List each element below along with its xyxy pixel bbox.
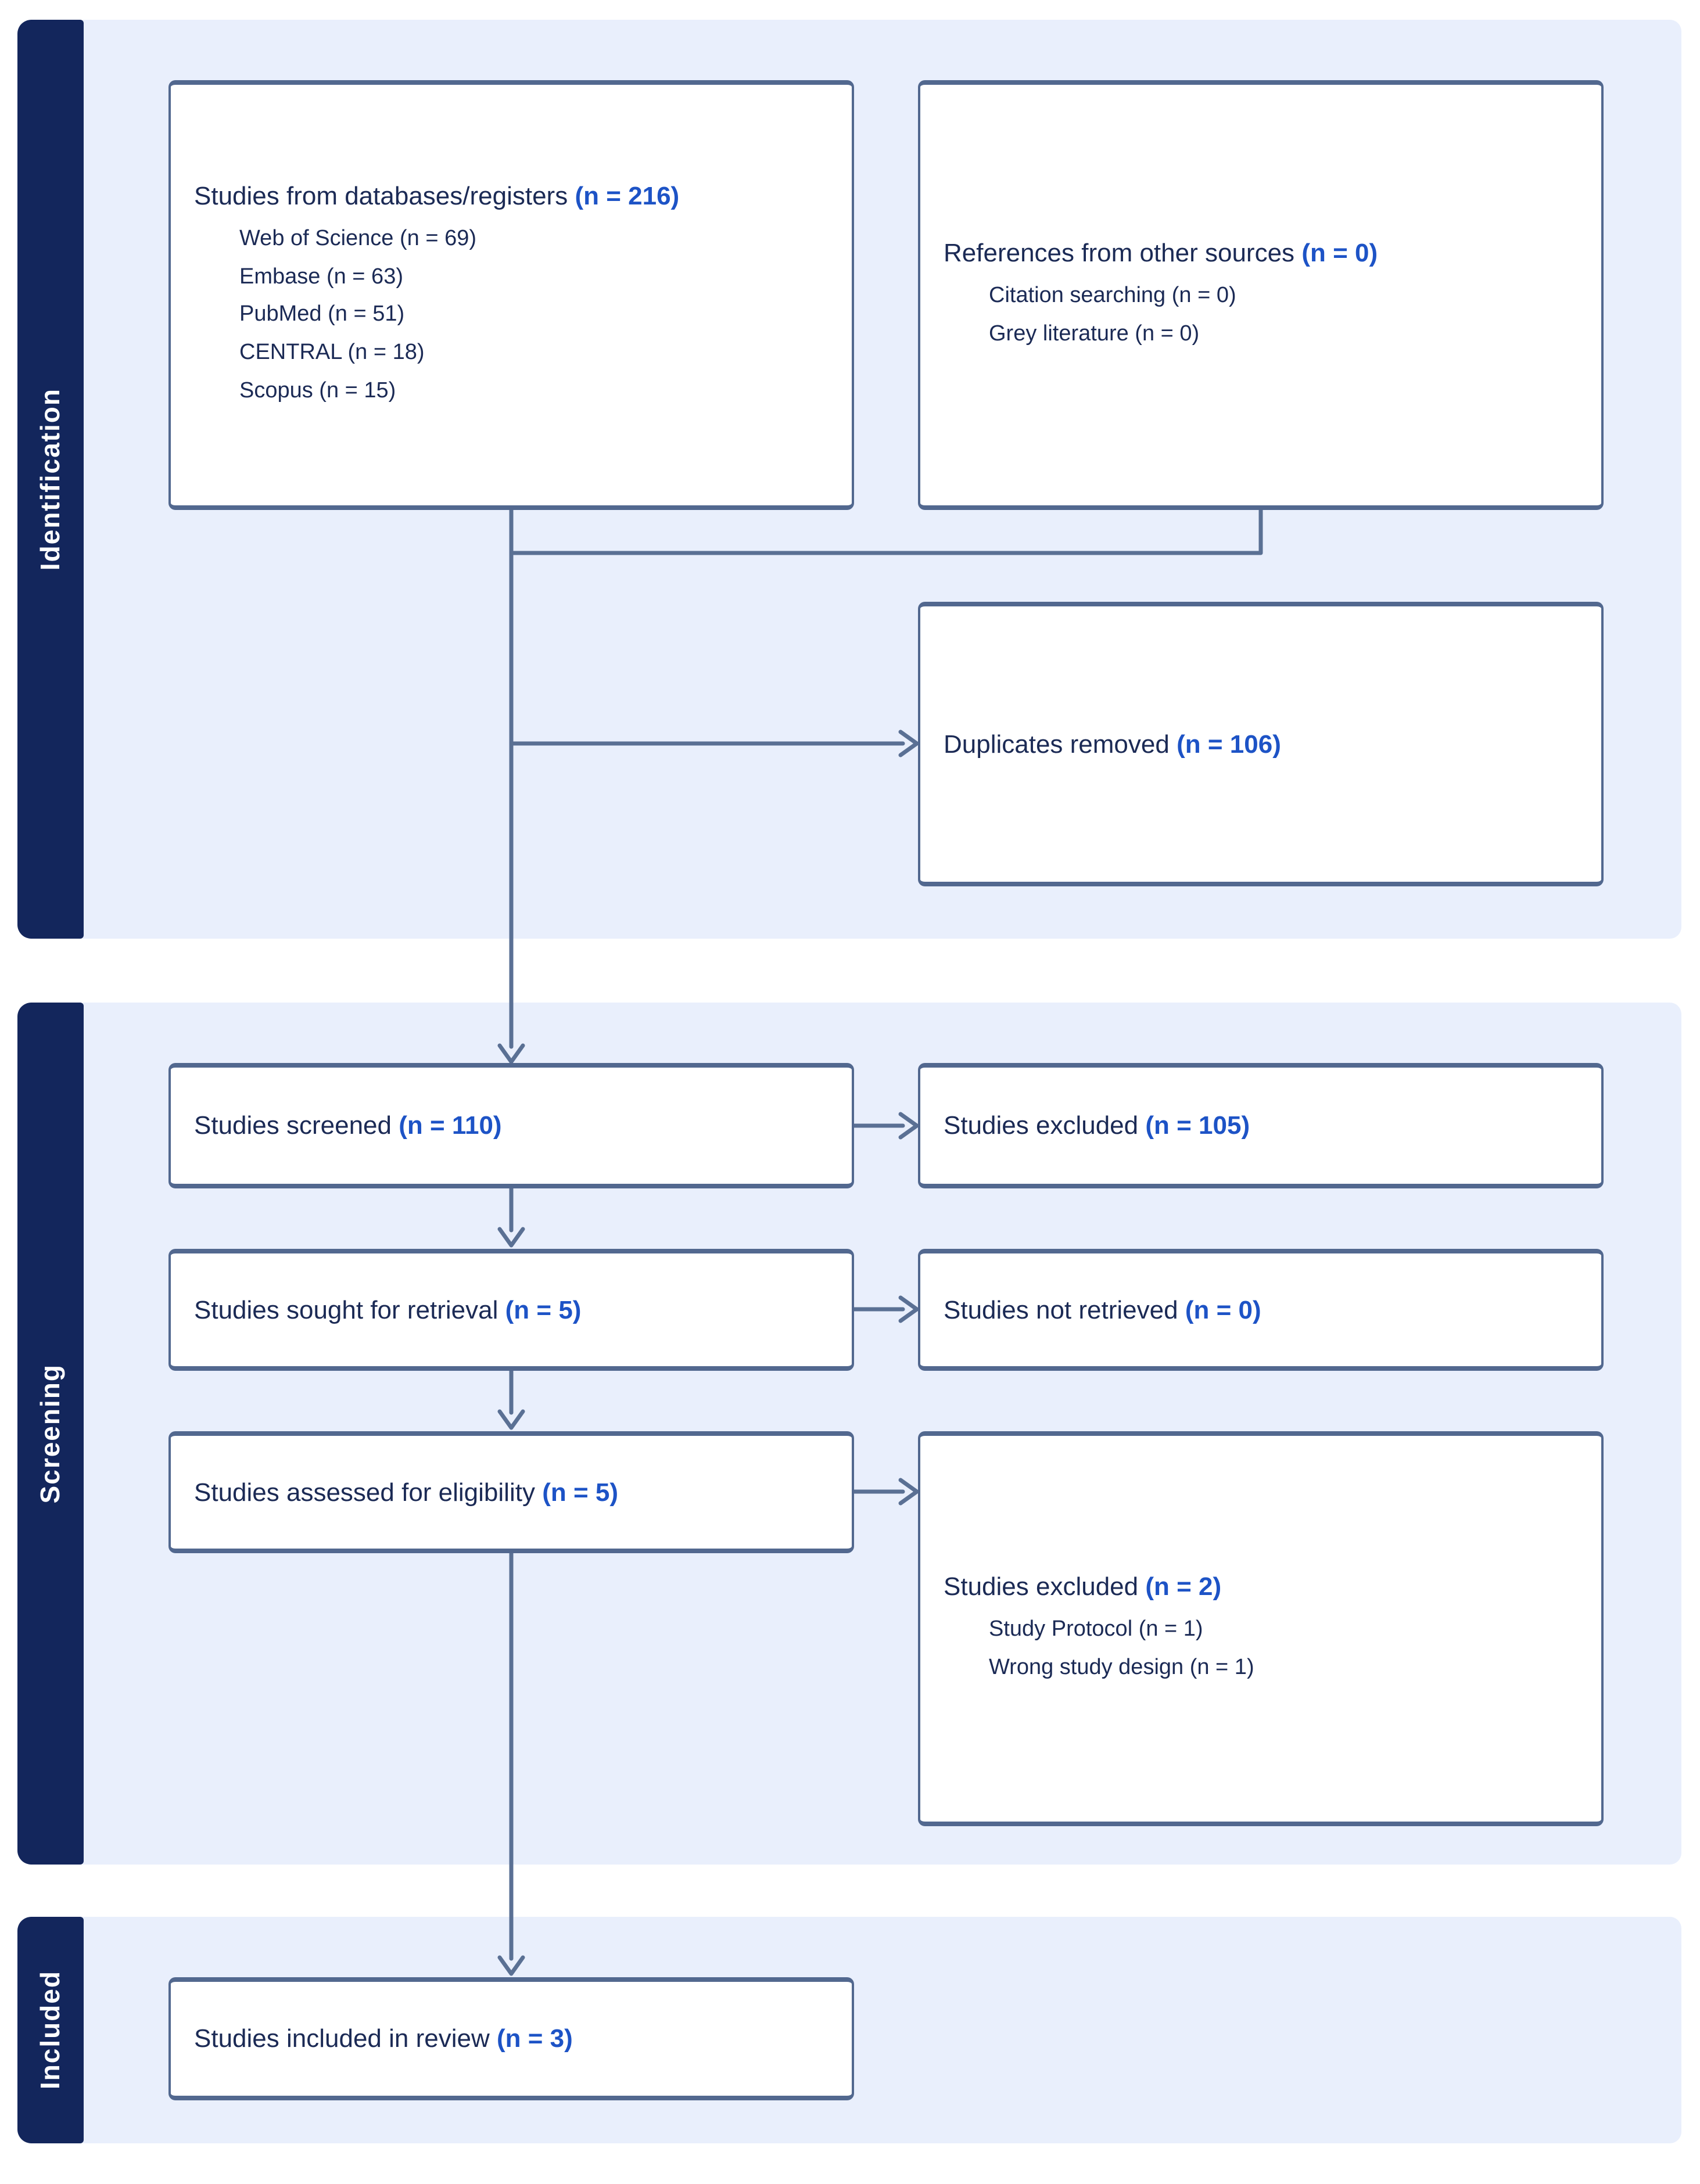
box-label-text: Studies included in review xyxy=(194,2024,490,2053)
box-label-text: Studies screened xyxy=(194,1111,392,1140)
box-included-review: Studies included in review (n = 3) xyxy=(168,1977,854,2100)
box-count: (n = 105) xyxy=(1145,1111,1250,1140)
box-count: (n = 0) xyxy=(1301,238,1378,267)
arrowhead-into-screened xyxy=(497,1043,525,1064)
box-label-text: Studies excluded xyxy=(944,1111,1139,1140)
box-title: References from other sources (n = 0) xyxy=(944,236,1587,268)
box-sought-retrieval: Studies sought for retrieval (n = 5) xyxy=(168,1249,854,1371)
box-title: Studies assessed for eligibility (n = 5) xyxy=(194,1477,838,1508)
box-studies-excluded-eligibility: Studies excluded (n = 2) Study Protocol … xyxy=(918,1431,1604,1826)
box-title: Studies not retrieved (n = 0) xyxy=(944,1294,1587,1326)
box-sublist: Citation searching (n = 0) Grey literatu… xyxy=(989,278,1587,354)
box-count: (n = 2) xyxy=(1145,1571,1222,1601)
box-not-retrieved: Studies not retrieved (n = 0) xyxy=(918,1249,1604,1371)
list-item: PubMed (n = 51) xyxy=(239,302,405,327)
list-item: Study Protocol (n = 1) xyxy=(989,1617,1203,1642)
box-count: (n = 3) xyxy=(497,2024,573,2053)
list-item: Scopus (n = 15) xyxy=(239,378,396,403)
list-item: Citation searching (n = 0) xyxy=(989,283,1236,308)
section-tab-screening: Screening xyxy=(17,1003,84,1865)
arrowhead-into-included xyxy=(497,1955,525,1976)
arrowhead-into-sought xyxy=(497,1227,525,1248)
box-databases-registers: Studies from databases/registers (n = 21… xyxy=(168,80,854,510)
list-item: CENTRAL (n = 18) xyxy=(239,340,425,365)
section-tab-identification: Identification xyxy=(17,20,84,939)
box-title: Studies screened (n = 110) xyxy=(194,1110,838,1142)
box-label-text: Studies from databases/registers xyxy=(194,181,568,210)
box-title: Studies sought for retrieval (n = 5) xyxy=(194,1294,838,1326)
box-studies-excluded-screening: Studies excluded (n = 105) xyxy=(918,1063,1604,1188)
list-item: Web of Science (n = 69) xyxy=(239,227,477,252)
box-title: Duplicates removed (n = 106) xyxy=(944,728,1587,760)
box-title: Studies from databases/registers (n = 21… xyxy=(194,179,838,211)
arrowhead-into-assessed xyxy=(497,1409,525,1430)
box-duplicates-removed: Duplicates removed (n = 106) xyxy=(918,602,1604,886)
box-other-sources: References from other sources (n = 0) Ci… xyxy=(918,80,1604,510)
box-label-text: References from other sources xyxy=(944,238,1295,267)
box-label-text: Studies sought for retrieval xyxy=(194,1295,498,1324)
box-title: Studies included in review (n = 3) xyxy=(194,2023,838,2055)
list-item: Wrong study design (n = 1) xyxy=(989,1655,1254,1680)
box-label-text: Studies excluded xyxy=(944,1571,1139,1601)
box-studies-screened: Studies screened (n = 110) xyxy=(168,1063,854,1188)
box-label-text: Studies assessed for eligibility xyxy=(194,1477,535,1507)
box-count: (n = 5) xyxy=(505,1295,582,1324)
box-count: (n = 216) xyxy=(575,181,680,210)
arrowhead-into-excluded-eligibility xyxy=(898,1478,919,1506)
box-title: Studies excluded (n = 105) xyxy=(944,1110,1587,1142)
box-label-text: Duplicates removed xyxy=(944,729,1170,759)
box-count: (n = 0) xyxy=(1185,1295,1261,1324)
box-count: (n = 5) xyxy=(542,1477,619,1507)
box-sublist: Web of Science (n = 69) Embase (n = 63) … xyxy=(239,221,838,411)
section-tab-included: Included xyxy=(17,1917,84,2143)
list-item: Grey literature (n = 0) xyxy=(989,321,1200,346)
box-label-text: Studies not retrieved xyxy=(944,1295,1178,1324)
list-item: Embase (n = 63) xyxy=(239,264,403,289)
arrowhead-into-not-retrieved xyxy=(898,1295,919,1323)
box-title: Studies excluded (n = 2) xyxy=(944,1570,1587,1602)
arrowhead-into-duplicates xyxy=(898,730,919,757)
box-count: (n = 110) xyxy=(399,1111,502,1140)
box-count: (n = 106) xyxy=(1177,729,1281,759)
box-sublist: Study Protocol (n = 1) Wrong study desig… xyxy=(989,1611,1587,1687)
arrowhead-into-excluded-screening xyxy=(898,1112,919,1140)
line-other-sources-join xyxy=(509,508,1263,555)
box-assessed-eligibility: Studies assessed for eligibility (n = 5) xyxy=(168,1431,854,1553)
